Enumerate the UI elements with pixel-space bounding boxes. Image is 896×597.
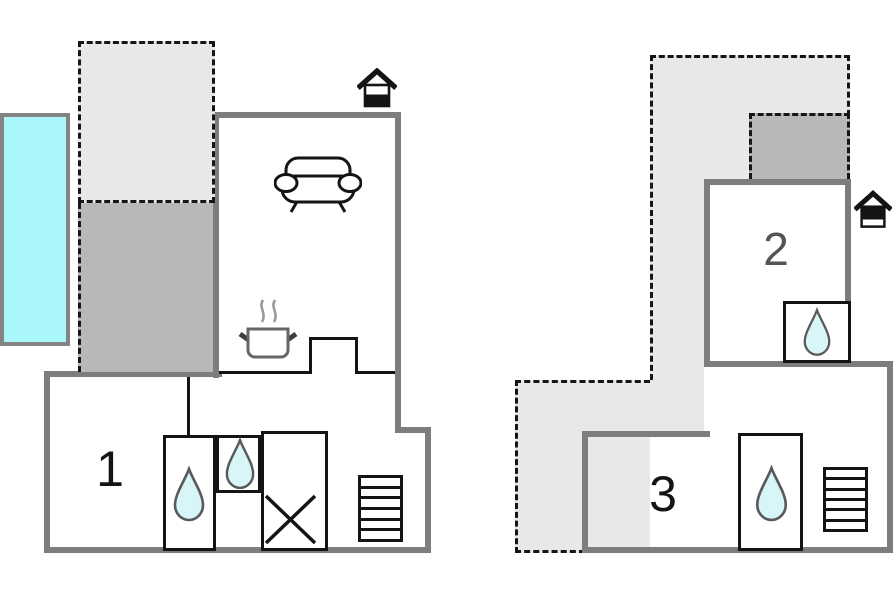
- kitchen-wall-d: [355, 337, 358, 374]
- partition-room1: [187, 377, 190, 435]
- wall-left-lower-right: [425, 427, 431, 553]
- wall-left-mid: [44, 371, 222, 377]
- wall-room2-top: [704, 179, 851, 185]
- open-terrace-right-strip: [650, 180, 704, 435]
- stairs-icon: [823, 467, 868, 532]
- wall-left-lower-left: [44, 371, 50, 553]
- wall-room2-right: [845, 179, 851, 365]
- stairs-icon: [358, 475, 403, 542]
- water-drop-icon: [755, 465, 788, 522]
- wall-left-upper-right: [395, 112, 401, 433]
- wall-left-upper-left: [213, 112, 219, 378]
- terrace-dash-mid: [515, 380, 650, 383]
- terrace-dash-left-lower: [515, 380, 518, 553]
- wall-left-step: [395, 427, 431, 433]
- kitchen-wall-e: [355, 371, 395, 374]
- wall-right-bottom: [582, 547, 893, 553]
- swimming-pool: [0, 113, 70, 346]
- open-terrace-left: [78, 41, 215, 203]
- wall-right-mid: [704, 361, 893, 367]
- covered-terrace-right: [749, 113, 850, 179]
- water-drop-icon: [225, 437, 255, 490]
- wall-room3-top: [582, 431, 710, 437]
- wall-left-bottom: [44, 547, 431, 553]
- entrance-house-icon: [357, 68, 397, 108]
- wall-right-lower-right: [887, 361, 893, 553]
- stove-icon: [238, 299, 298, 359]
- entrance-house-icon: [854, 190, 892, 228]
- kitchen-wall-a: [219, 371, 311, 374]
- terrace-dash-bottom: [515, 550, 585, 553]
- covered-terrace-left: [78, 203, 213, 372]
- terrace-dash-top: [650, 55, 850, 58]
- room-1-label: 1: [96, 441, 124, 497]
- shower-room: [261, 431, 328, 551]
- terrace-dash-left-upper: [650, 55, 653, 380]
- water-drop-icon: [173, 466, 205, 522]
- room-2-label: 2: [763, 223, 789, 275]
- wall-room2-left: [704, 179, 710, 365]
- water-drop-icon: [803, 306, 831, 356]
- kitchen-wall-b: [309, 337, 312, 374]
- wall-room3-left: [582, 431, 588, 553]
- room-3-label: 3: [649, 466, 677, 522]
- kitchen-wall-c: [309, 337, 358, 340]
- wall-left-top: [213, 112, 401, 118]
- shower-x-icon: [264, 494, 317, 545]
- sofa-icon: [274, 156, 362, 213]
